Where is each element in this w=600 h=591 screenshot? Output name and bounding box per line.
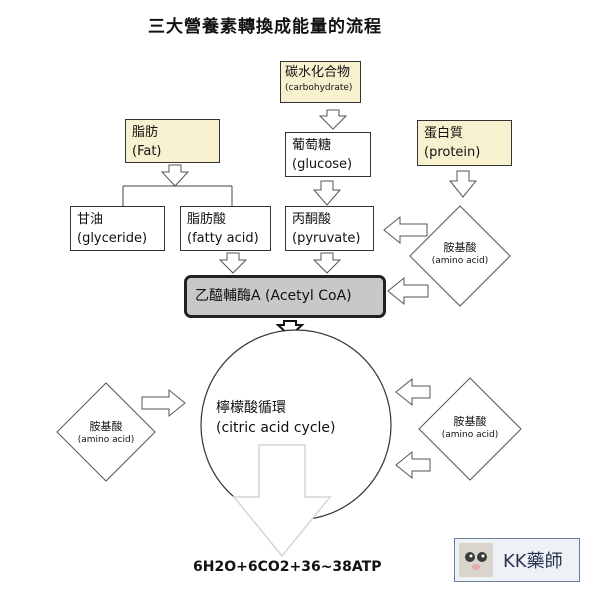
page-title: 三大營養素轉換成能量的流程	[148, 17, 382, 37]
protein-en: (protein)	[424, 145, 481, 160]
glucose-box: 葡萄糖 (glucose)	[285, 132, 371, 177]
fat-zh: 脂肪	[132, 125, 159, 140]
arrow-fatty-to-acetyl	[218, 252, 248, 274]
amino-upper-en: (amino acid)	[431, 256, 489, 266]
fat-en: (Fat)	[132, 144, 162, 159]
acetyl-coa-label: 乙醯輔酶A (Acetyl CoA)	[195, 288, 352, 304]
amino-left-zh: 胺基酸	[89, 420, 123, 433]
carbohydrate-box: 碳水化合物 (carbohydrate)	[280, 61, 361, 103]
cat-face-icon	[459, 543, 493, 577]
amino-diamond-left	[56, 382, 156, 482]
arrow-protein-to-amino	[448, 170, 478, 198]
arrow-amino-right-to-cycle-lower	[395, 450, 431, 480]
fatty-acid-box: 脂肪酸 (fatty acid)	[180, 206, 271, 251]
arrow-carb-to-glucose	[318, 109, 348, 130]
fat-box: 脂肪 (Fat)	[125, 119, 220, 163]
glyceride-en: (glyceride)	[77, 231, 148, 246]
amino-diamond-upper	[409, 205, 511, 307]
pyruvate-zh: 丙酮酸	[292, 212, 332, 227]
amino-left-en: (amino acid)	[77, 435, 135, 445]
arrow-pyruvate-to-acetyl	[312, 252, 342, 274]
pyruvate-en: (pyruvate)	[292, 231, 361, 246]
amino-label-upper: 胺基酸 (amino acid)	[420, 240, 500, 267]
glucose-en: (glucose)	[292, 157, 353, 172]
logo-text: KK藥師	[503, 551, 563, 572]
citric-cycle-label: 檸檬酸循環 (citric acid cycle)	[216, 398, 335, 438]
carbohydrate-zh: 碳水化合物	[285, 65, 351, 80]
kk-pharmacist-logo: KK藥師	[454, 538, 580, 582]
arrow-glucose-to-pyruvate	[312, 180, 342, 206]
protein-box: 蛋白質 (protein)	[417, 120, 512, 166]
arrow-amino-to-pyruvate	[383, 215, 428, 245]
amino-diamond-right	[418, 377, 522, 481]
acetyl-coa-box: 乙醯輔酶A (Acetyl CoA)	[184, 275, 386, 318]
glyceride-zh: 甘油	[77, 212, 104, 227]
arrow-cycle-to-result	[232, 444, 332, 558]
amino-right-zh: 胺基酸	[453, 415, 487, 428]
arrow-amino-to-acetyl	[387, 276, 429, 306]
amino-right-en: (amino acid)	[441, 430, 499, 440]
glyceride-box: 甘油 (glyceride)	[70, 206, 165, 251]
amino-upper-zh: 胺基酸	[443, 241, 477, 254]
arrow-amino-left-to-cycle	[141, 388, 186, 418]
amino-label-right: 胺基酸 (amino acid)	[430, 414, 510, 441]
energy-result: 6H2O+6CO2+36~38ATP	[193, 559, 382, 575]
citric-cycle-en: (citric acid cycle)	[216, 420, 336, 436]
pyruvate-box: 丙酮酸 (pyruvate)	[285, 206, 374, 251]
glucose-zh: 葡萄糖	[292, 138, 332, 153]
fatty-acid-en: (fatty acid)	[187, 231, 259, 246]
carbohydrate-en: (carbohydrate)	[285, 83, 353, 93]
arrow-fat-down	[160, 164, 190, 187]
amino-label-left: 胺基酸 (amino acid)	[66, 419, 146, 446]
protein-zh: 蛋白質	[424, 126, 464, 141]
citric-cycle-zh: 檸檬酸循環	[216, 400, 286, 416]
arrow-amino-right-to-cycle-upper	[395, 377, 431, 407]
fatty-acid-zh: 脂肪酸	[187, 212, 227, 227]
